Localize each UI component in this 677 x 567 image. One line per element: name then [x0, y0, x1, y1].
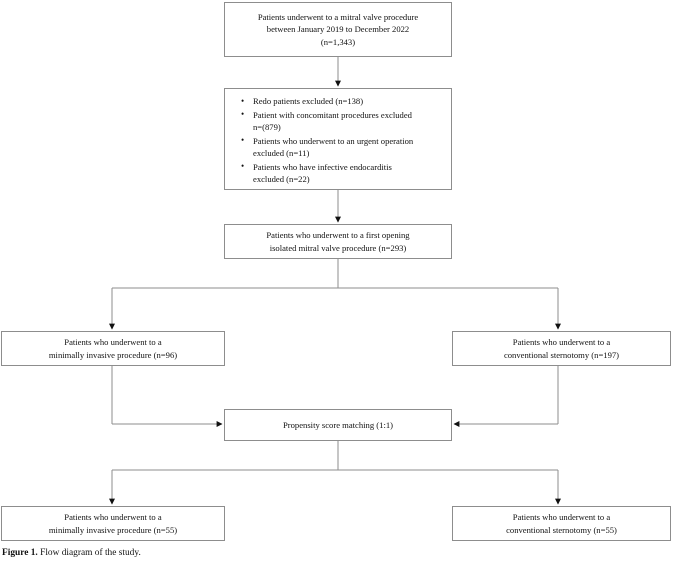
- node-enrollment-text: Patients underwent to a mitral valve pro…: [257, 12, 419, 47]
- figure-caption-label: Figure 1.: [2, 548, 38, 558]
- node-minimally-invasive-pre-text: Patients who underwent to a minimally in…: [48, 337, 178, 360]
- connector-eligible-split: [109, 259, 561, 330]
- figure-caption-text: Flow diagram of the study.: [40, 548, 141, 558]
- node-sternotomy-post: Patients who underwent to a conventional…: [452, 506, 671, 541]
- list-item: Redo patients excluded (n=138): [241, 94, 443, 107]
- exclusion-list: Redo patients excluded (n=138) Patient w…: [235, 94, 443, 185]
- connector-mi-to-matching: [111, 366, 223, 427]
- node-exclusions: Redo patients excluded (n=138) Patient w…: [224, 88, 452, 190]
- node-sternotomy-pre: Patients who underwent to a conventional…: [452, 331, 671, 366]
- list-item: Patient with concomitant procedures excl…: [241, 108, 443, 133]
- node-sternotomy-post-text: Patients who underwent to a conventional…: [506, 512, 617, 535]
- node-sternotomy-pre-text: Patients who underwent to a conventional…: [503, 337, 620, 360]
- connector-sternotomy-to-matching: [453, 366, 559, 427]
- node-eligible-cohort: Patients who underwent to a first openin…: [224, 224, 452, 259]
- connector-matching-split: [109, 441, 561, 505]
- node-enrollment: Patients underwent to a mitral valve pro…: [224, 2, 452, 57]
- node-propensity-matching: Propensity score matching (1:1): [224, 409, 452, 441]
- figure-caption: Figure 1. Flow diagram of the study.: [2, 547, 141, 559]
- node-minimally-invasive-pre: Patients who underwent to a minimally in…: [1, 331, 225, 366]
- node-propensity-matching-text: Propensity score matching (1:1): [282, 419, 394, 430]
- node-eligible-cohort-text: Patients who underwent to a first openin…: [266, 230, 410, 253]
- list-item: Patients who have infective endocarditis…: [241, 160, 443, 185]
- list-item: Patients who underwent to an urgent oper…: [241, 134, 443, 159]
- node-minimally-invasive-post: Patients who underwent to a minimally in…: [1, 506, 225, 541]
- node-minimally-invasive-post-text: Patients who underwent to a minimally in…: [48, 512, 178, 535]
